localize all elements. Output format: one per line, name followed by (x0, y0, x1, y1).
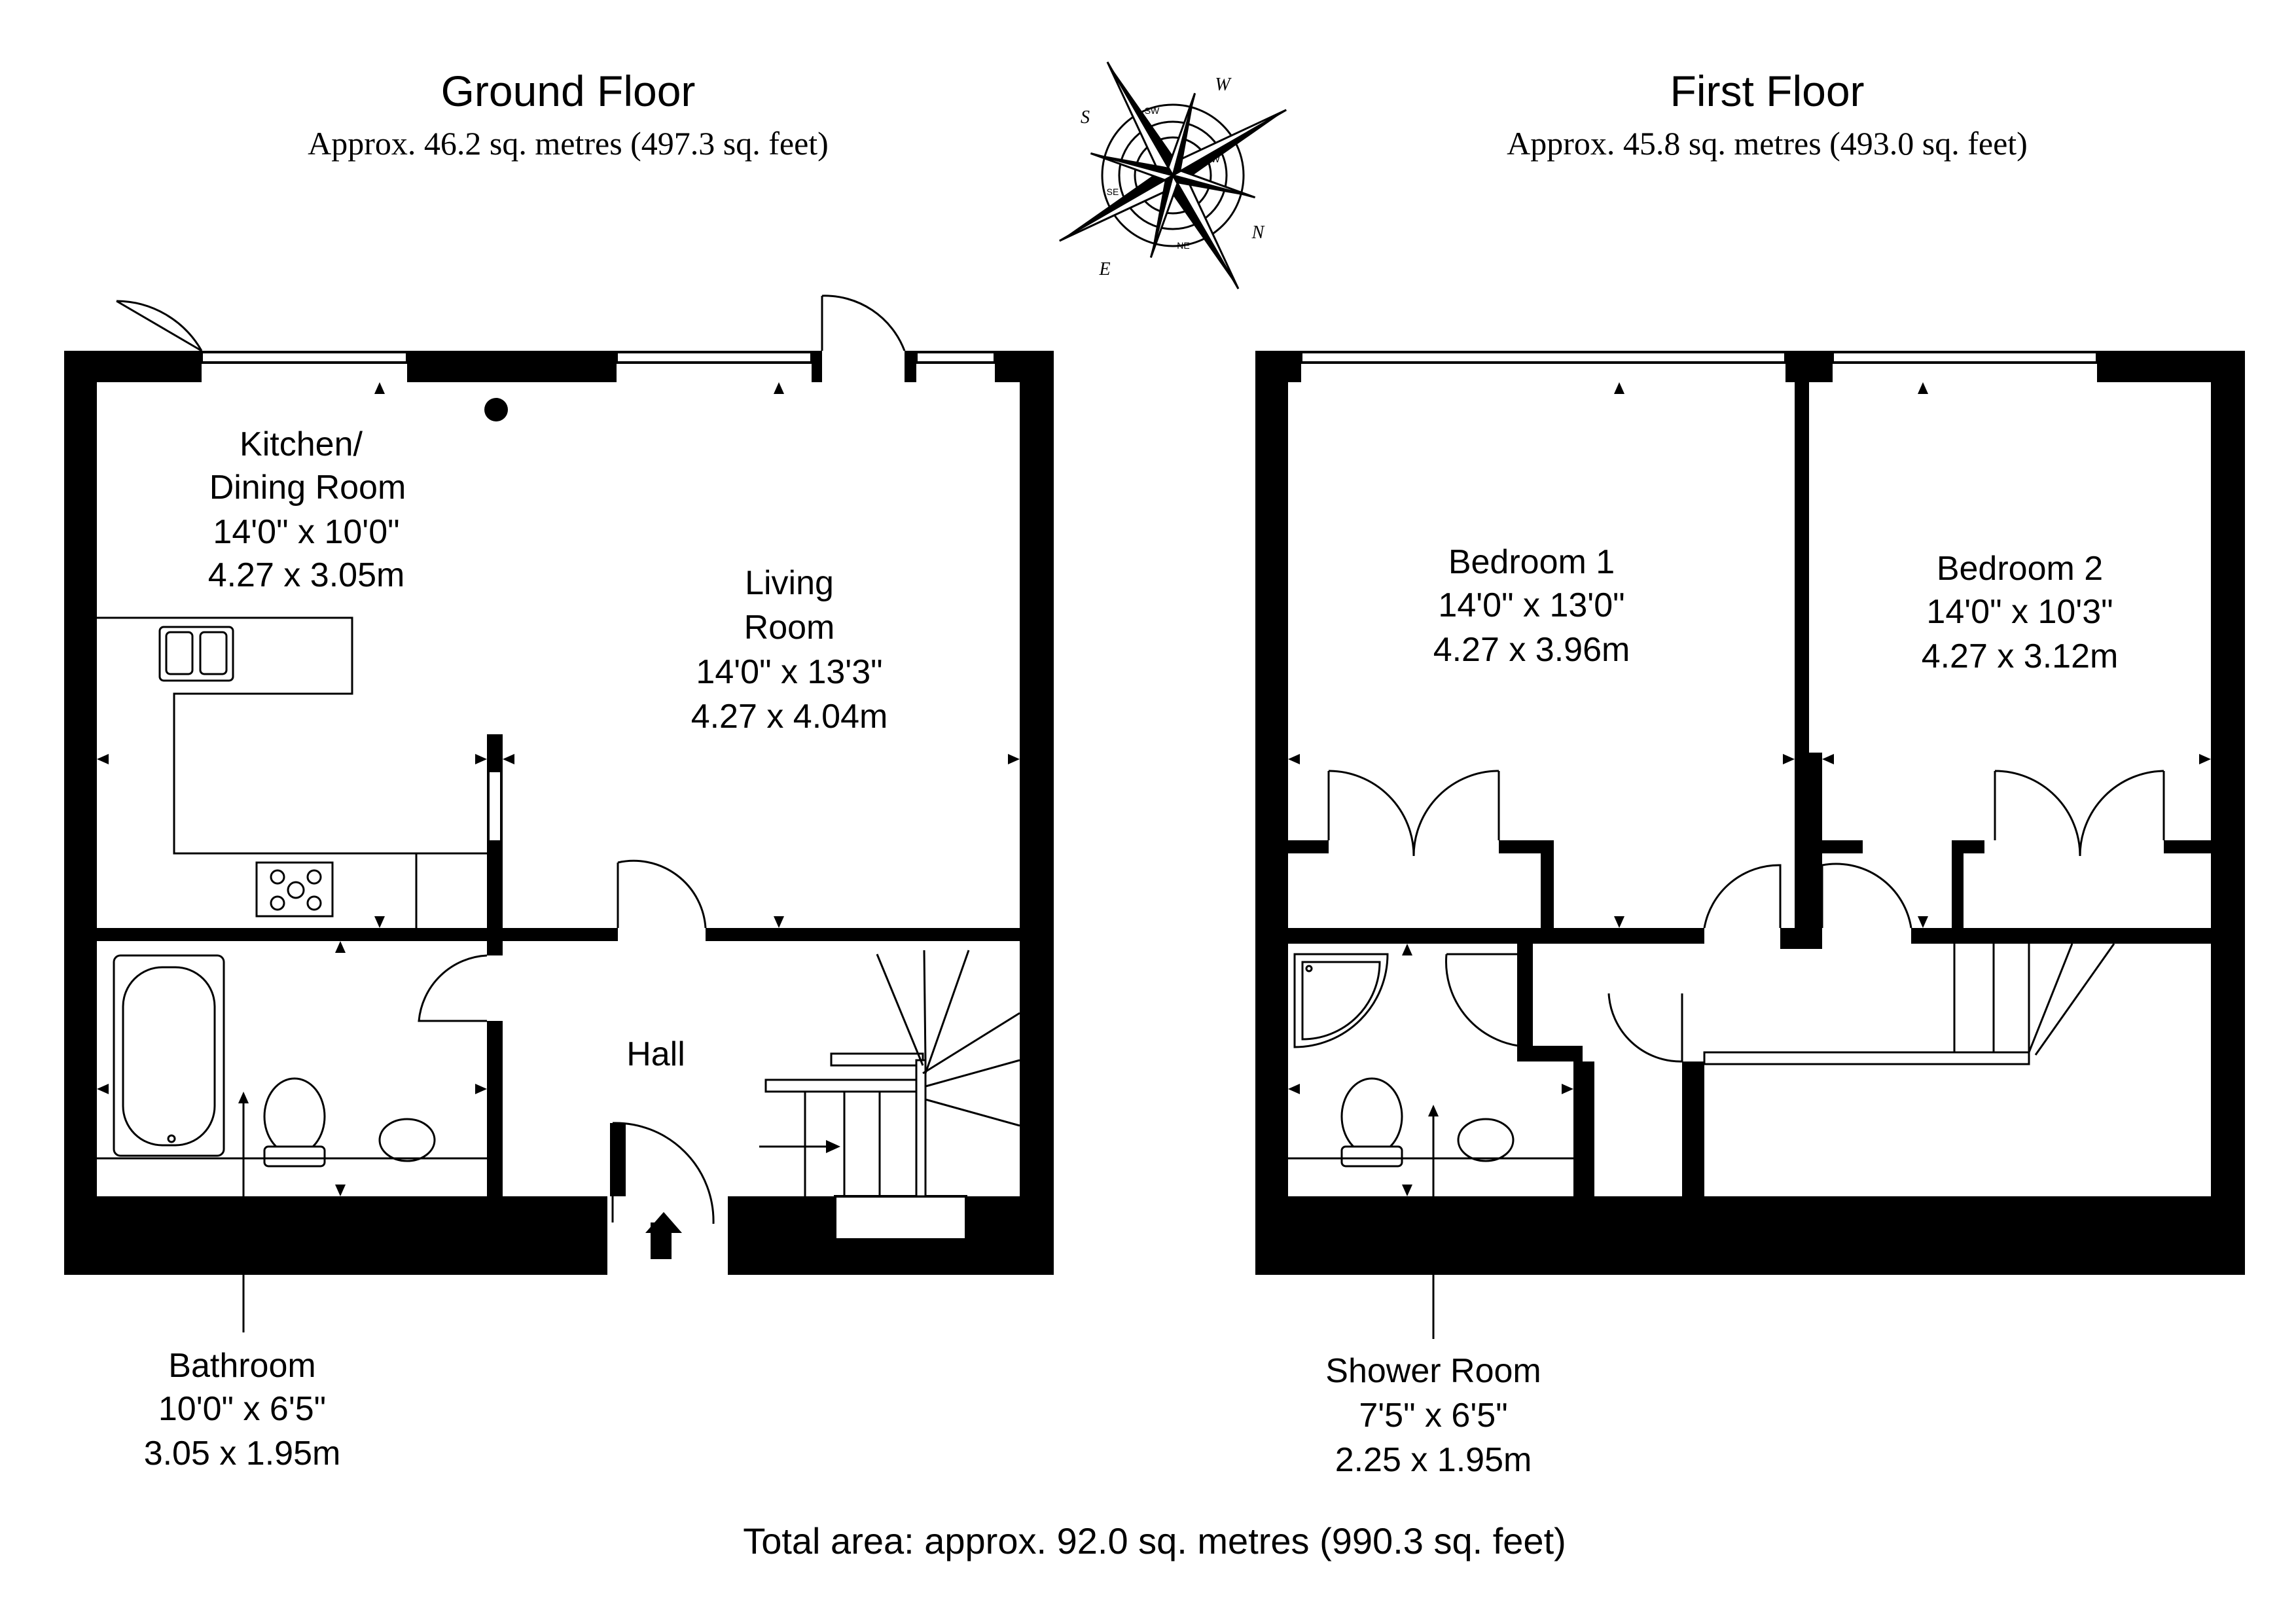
staircase (759, 950, 1020, 1198)
total-area: Total area: approx. 92.0 sq. metres (990… (743, 1520, 1566, 1561)
compass-ne-label: NE (1177, 240, 1189, 251)
kitchen-name-line1: Kitchen/ (240, 425, 363, 463)
ground-floor-plan: Kitchen/ Dining Room 14'0" x 10'0" 4.27 … (64, 294, 1054, 1472)
toilet-icon (263, 1077, 326, 1156)
door-swing (116, 300, 203, 352)
living-dimensions-metric: 4.27 x 4.04m (691, 698, 888, 736)
wardrobe-door (2079, 770, 2165, 857)
shower-room-dimensions-metric: 2.25 x 1.95m (1335, 1441, 1532, 1479)
washbasin-icon (1457, 1118, 1515, 1162)
window (1300, 351, 1787, 364)
shower-tray-icon (1293, 953, 1389, 1048)
ground-floor-title: Ground Floor (441, 67, 696, 115)
boiler-icon (484, 398, 508, 421)
door-swing (418, 954, 488, 1022)
ff-east-wall (2211, 351, 2245, 1275)
bedroom1-name: Bedroom 1 (1448, 543, 1615, 581)
kitchen-worktop (97, 616, 487, 855)
window (200, 351, 408, 364)
bathroom-dimensions-metric: 3.05 x 1.95m (144, 1435, 341, 1472)
door-swing (611, 1122, 715, 1224)
shower-room-name: Shower Room (1325, 1352, 1541, 1390)
staircase (1953, 943, 2115, 1056)
ff-west-wall (1255, 351, 1288, 1275)
ff-north-wall (1255, 351, 1301, 382)
window (615, 351, 813, 364)
living-dimensions-imperial: 14'0" x 13'3" (696, 653, 882, 691)
wardrobe-door (1412, 770, 1500, 857)
ground-floor-area: Approx. 46.2 sq. metres (497.3 sq. feet) (308, 125, 829, 162)
bedroom2-name: Bedroom 2 (1937, 550, 2103, 588)
gf-north-wall (64, 351, 202, 382)
door-swing (821, 294, 906, 351)
bathroom-name: Bathroom (168, 1347, 315, 1385)
window (915, 351, 996, 364)
compass-rose-icon: W N S E SW NW SE NE (1059, 62, 1287, 289)
bedroom1-dimensions-imperial: 14'0" x 13'0" (1438, 586, 1624, 624)
window (834, 1195, 967, 1241)
door-swing (1607, 993, 1683, 1063)
stair-arrow-icon (826, 1140, 840, 1153)
door-swing (1445, 953, 1532, 1047)
first-floor-title: First Floor (1670, 67, 1865, 115)
toilet-icon (1340, 1077, 1403, 1156)
entrance-arrow-icon (645, 1212, 682, 1259)
gf-east-wall (1020, 351, 1054, 1275)
compass-nw-label: NW (1204, 154, 1220, 164)
compass-sw-label: SW (1145, 105, 1160, 116)
bathroom-dimensions-imperial: 10'0" x 6'5" (158, 1390, 326, 1428)
door-swing (1821, 863, 1912, 929)
bedroom2-dimensions-imperial: 14'0" x 10'3" (1926, 593, 2113, 631)
compass-se-label: SE (1107, 187, 1119, 197)
compass-e-label: E (1098, 259, 1110, 279)
window (1831, 351, 2098, 364)
compass-s-label: S (1081, 107, 1090, 128)
door-swing (1703, 864, 1782, 929)
first-floor-plan: Bedroom 1 14'0" x 13'0" 4.27 x 3.96m Bed… (1255, 351, 2245, 1479)
door-swing (617, 859, 707, 929)
compass-n-label: N (1251, 223, 1265, 243)
hob-icon (255, 861, 334, 918)
kitchen-name-line2: Dining Room (209, 469, 406, 507)
wardrobe-door (1994, 770, 2081, 857)
gf-west-wall (64, 351, 97, 1275)
washbasin-icon (378, 1118, 436, 1162)
gf-south-wall (64, 1196, 607, 1275)
wardrobe-door (1327, 770, 1415, 857)
kitchen-dimensions-imperial: 14'0" x 10'0" (213, 513, 399, 551)
hall-name: Hall (626, 1035, 685, 1073)
shower-room-dimensions-imperial: 7'5" x 6'5" (1359, 1397, 1507, 1435)
first-floor-area: Approx. 45.8 sq. metres (493.0 sq. feet) (1507, 125, 2028, 162)
living-name-line1: Living (745, 564, 834, 602)
gf-internal-wall (97, 928, 483, 941)
kitchen-dimensions-metric: 4.27 x 3.05m (208, 556, 405, 594)
living-name-line2: Room (744, 609, 835, 647)
ff-south-wall (1255, 1196, 2245, 1275)
bedroom1-dimensions-metric: 4.27 x 3.96m (1433, 631, 1630, 669)
compass-w-label: W (1215, 75, 1232, 95)
bedroom2-dimensions-metric: 4.27 x 3.12m (1922, 637, 2119, 675)
